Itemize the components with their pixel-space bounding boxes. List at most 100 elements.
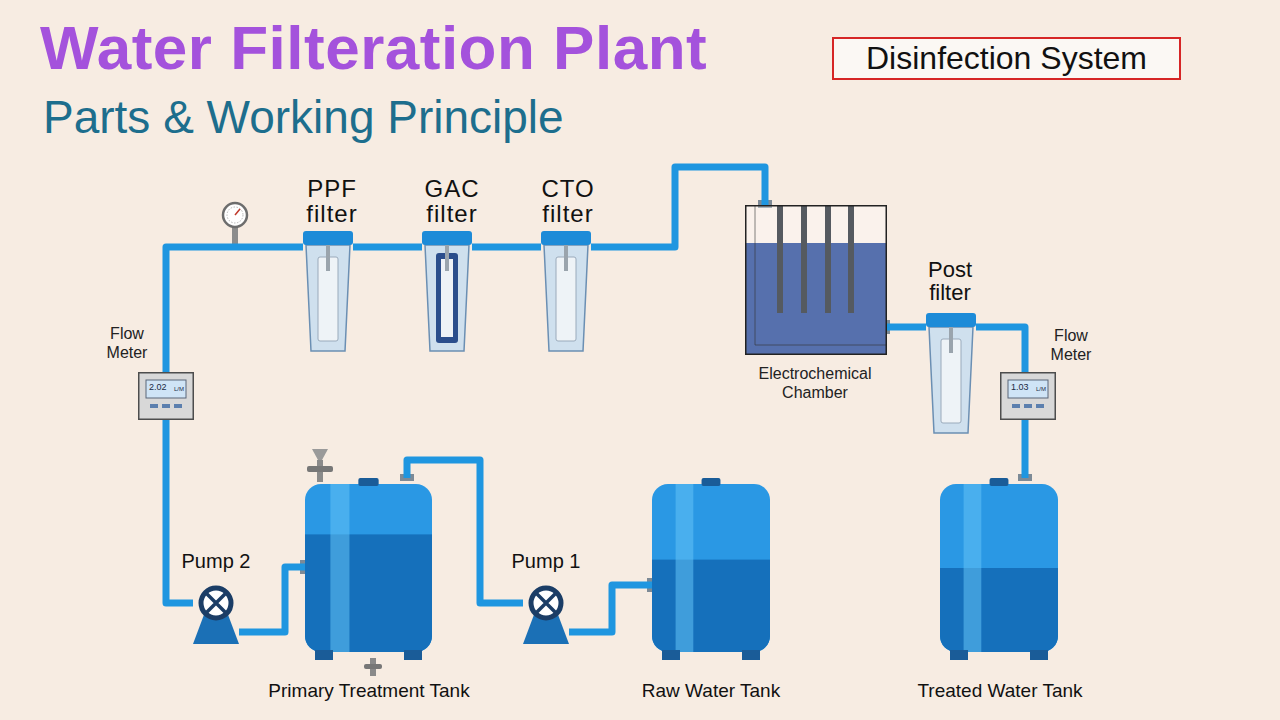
part-label: Pump 2 [171,551,261,572]
tank-shape [652,478,770,660]
title: Water Filteration Plant [40,12,707,83]
pump: Pump 2 [193,584,239,644]
gauge-stem [232,226,238,246]
flow-meter: Flow Meter2.02L/M [138,372,194,420]
meter-display [146,380,186,398]
meter-shape [1000,372,1056,420]
part-label: Flow Meter [1039,326,1103,364]
chamber-water [745,243,887,355]
meter-reading: L/M [1036,386,1046,392]
tank-water [305,534,432,652]
meter-button [1036,404,1044,408]
tank-highlight [676,484,694,652]
water-pipe [472,244,541,251]
tank-shape [305,478,432,660]
tank-foot [1030,650,1048,660]
flow-meter: Flow Meter1.03L/M [1000,372,1056,420]
part-label: CTO filter [526,176,610,226]
meter-button [162,404,170,408]
primary-treatment-tank: Primary Treatment Tank [305,478,432,660]
tank-cap [358,478,378,486]
part-label: Electrochemical Chamber [745,364,885,402]
meter-button [1012,404,1020,408]
water-pipe [166,247,303,372]
gauge-needle [235,209,240,215]
part-label: Pump 1 [501,551,591,572]
tank-highlight [964,484,982,652]
valve-funnel [312,449,328,460]
water-pipe [166,420,193,603]
tank-foot [315,650,333,660]
raw-water-tank: Raw Water Tank [652,478,770,660]
meter-button [1024,404,1032,408]
meter-display [1008,380,1048,398]
water-pipe [353,244,422,251]
valve-handle [307,466,333,472]
filter-cap [303,231,353,245]
filter-shape [541,231,591,351]
chamber-glass [745,205,887,243]
ppf-filter: PPF filter [303,231,353,351]
part-label: Post filter [908,258,992,304]
pressure-gauge [223,203,247,227]
gac-filter: GAC filter [422,231,472,351]
filter-cap [541,231,591,245]
pump-cross [536,593,556,613]
water-pipe [976,327,1025,372]
water-pipe [569,585,652,632]
electrode [848,205,854,313]
electrochemical-chamber: Electrochemical Chamber [745,205,887,355]
filter-cap [422,231,472,245]
filter-cap [926,313,976,327]
part-label: Flow Meter [95,324,159,362]
tank-foot [662,650,680,660]
post-filter: Post filter [926,313,976,433]
tank-foot [742,650,760,660]
tank-foot [404,650,422,660]
gauge-scale [227,207,243,223]
electrode [801,205,807,313]
tank-highlight [330,484,349,652]
drain-handle [364,664,382,669]
filter-shape [303,231,353,351]
meter-reading: L/M [174,386,184,392]
pump-shape [193,584,239,644]
pump-shape [523,584,569,644]
box-label: Disinfection System [866,41,1147,76]
tank-shape [940,478,1058,660]
system-tag: Disinfection System [832,37,1181,80]
meter-shape [138,372,194,420]
part-label: PPF filter [290,176,374,226]
pump-casing [531,588,561,618]
filter-shape [422,231,472,351]
meter-button [150,404,158,408]
chamber-outline [746,206,887,355]
pump: Pump 1 [523,584,569,644]
tank-water [652,560,770,652]
water-pipe [1022,420,1029,478]
tank-water [940,568,1058,652]
filter-shape [926,313,976,433]
water-pipe [591,167,765,247]
pump-cross [206,593,226,613]
meter-reading: 1.03 [1011,383,1029,392]
part-label: GAC filter [410,176,494,226]
meter-housing [139,373,194,420]
tank-cap [702,478,721,486]
meter-reading: 2.02 [149,383,167,392]
meter-button [174,404,182,408]
tank-cap [990,478,1009,486]
part-label: Treated Water Tank [880,680,1120,703]
part-label: Primary Treatment Tank [239,680,499,703]
chamber-back-edge [755,205,887,345]
part-label: Raw Water Tank [591,680,831,703]
electrode [777,205,783,313]
water-pipe [887,324,926,331]
water-pipe [239,567,305,632]
chamber-shape [745,205,887,355]
cto-filter: CTO filter [541,231,591,351]
electrode [825,205,831,313]
treated-water-tank: Treated Water Tank [940,478,1058,660]
subtitle: Parts & Working Principle [43,90,564,144]
